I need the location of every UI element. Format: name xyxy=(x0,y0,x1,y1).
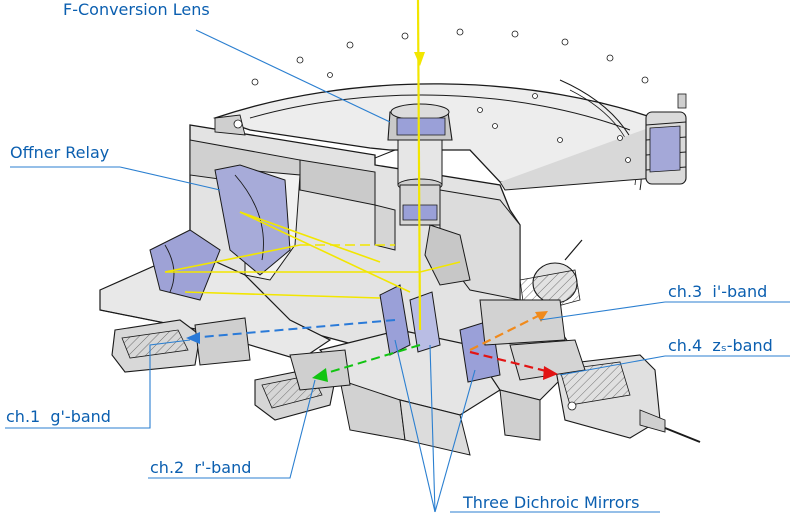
leader-ch2 xyxy=(148,379,316,479)
beam-paths xyxy=(164,0,558,382)
offner-relay-mirror-icon xyxy=(149,164,291,301)
camera-unit-icon xyxy=(111,239,701,443)
leader-lines xyxy=(5,29,790,513)
leader-f-conversion xyxy=(195,29,391,123)
label-three-dichroic-mirrors: Three Dichroic Mirrors xyxy=(463,493,640,512)
leader-ch1 xyxy=(5,339,191,429)
leader-dichroic-2 xyxy=(429,344,436,513)
leader-dichroic-1 xyxy=(394,339,436,513)
label-ch3-iband: ch.3 i'-band xyxy=(668,282,768,301)
ch2-beam xyxy=(319,344,421,376)
label-ch4-zband: ch.4 zₛ-band xyxy=(668,336,773,355)
rotator-stack xyxy=(645,93,687,185)
input-beam-arrow xyxy=(414,52,425,66)
leader-offner xyxy=(119,166,221,191)
label-f-conversion-lens: F-Conversion Lens xyxy=(63,0,210,19)
leader-dichroic-3 xyxy=(434,369,476,513)
ch1-beam xyxy=(189,319,396,339)
label-ch1-gband: ch.1 g'-band xyxy=(6,407,111,426)
leader-ch3 xyxy=(539,301,666,321)
label-ch2-rband: ch.2 r'-band xyxy=(150,458,252,477)
leader-ch4 xyxy=(559,355,666,376)
f-conversion-lens-icon xyxy=(387,103,471,286)
label-offner-relay: Offner Relay xyxy=(10,143,110,162)
